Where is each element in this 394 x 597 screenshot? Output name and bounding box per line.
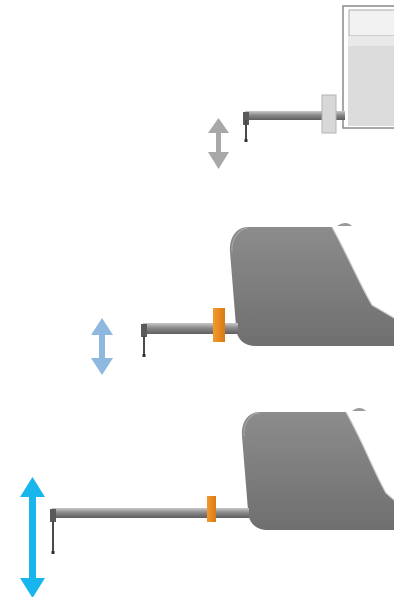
collar-large <box>207 496 216 522</box>
rounded-gray-housing-medium <box>229 223 394 346</box>
panel-medium <box>91 223 394 375</box>
stylus-rod-medium <box>141 323 238 357</box>
double-headed-vertical-arrow-icon <box>20 477 45 597</box>
double-headed-vertical-arrow-icon <box>91 318 113 375</box>
collar-medium <box>213 308 225 342</box>
stylus-rod-large <box>50 508 249 554</box>
rounded-gray-housing-large <box>241 408 394 530</box>
panel-large <box>20 408 394 597</box>
collar-small <box>321 94 337 134</box>
double-headed-vertical-arrow-icon <box>208 118 229 169</box>
panel-small <box>208 5 394 169</box>
stylus-rod-small <box>243 111 345 142</box>
boxy-instrument-housing <box>342 5 394 129</box>
